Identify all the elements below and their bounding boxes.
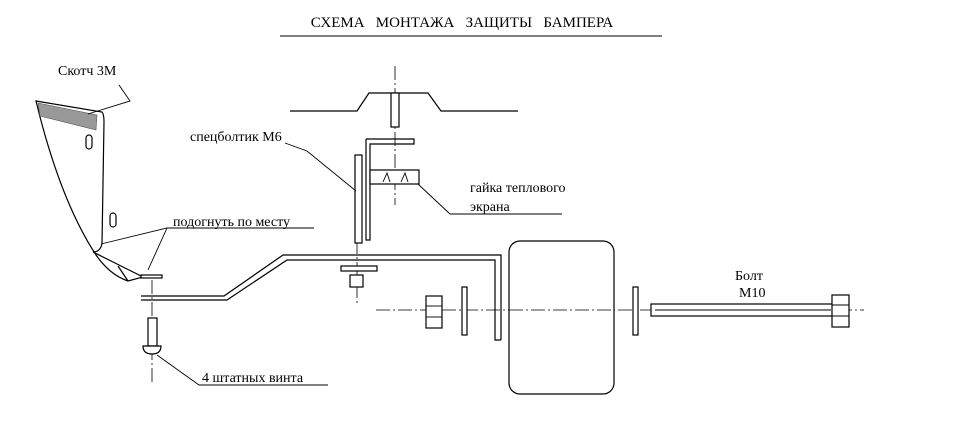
m10-bolt bbox=[650, 294, 850, 328]
washer-right bbox=[632, 286, 639, 336]
svg-text:СХЕМА МОНТАЖА ЗАЩИТЫ БАМ: СХЕМА МОНТАЖА ЗАЩИТЫ БАМПЕРА bbox=[311, 15, 614, 31]
bolt-label-1: Болт bbox=[735, 269, 763, 284]
heat-shield-nut-label-1: гайка теплового bbox=[470, 181, 565, 196]
m10-nut-assembly bbox=[425, 286, 468, 336]
heat-shield-nut-leader bbox=[417, 183, 562, 215]
heat-shield-nut-label-2: экрана bbox=[470, 200, 511, 215]
slot-hole-lower bbox=[109, 212, 117, 228]
bend-to-fit-label: подогнуть по месту bbox=[173, 215, 290, 230]
standard-screw bbox=[142, 280, 162, 385]
special-bolt-label: спецболтик М6 bbox=[190, 130, 282, 145]
tape-label: Скотч 3М bbox=[58, 64, 117, 79]
beam-block bbox=[508, 240, 615, 395]
screws-leader bbox=[156, 354, 328, 386]
screws-label: 4 штатных винта bbox=[202, 371, 304, 386]
tape-strip bbox=[37, 102, 98, 131]
diagram-title: СХЕМА МОНТАЖА ЗАЩИТЫ БАМПЕРА bbox=[280, 15, 662, 37]
bolt-label-2: М10 bbox=[739, 286, 765, 301]
bumper-guard-plate bbox=[35, 100, 145, 282]
bend-leader bbox=[100, 227, 314, 271]
special-bolt-assembly bbox=[290, 66, 518, 305]
washer-left bbox=[140, 274, 163, 279]
mounting-bracket bbox=[141, 254, 502, 341]
special-bolt-leader bbox=[284, 142, 357, 192]
slot-hole-upper bbox=[85, 134, 93, 150]
tape-leader bbox=[87, 84, 131, 115]
